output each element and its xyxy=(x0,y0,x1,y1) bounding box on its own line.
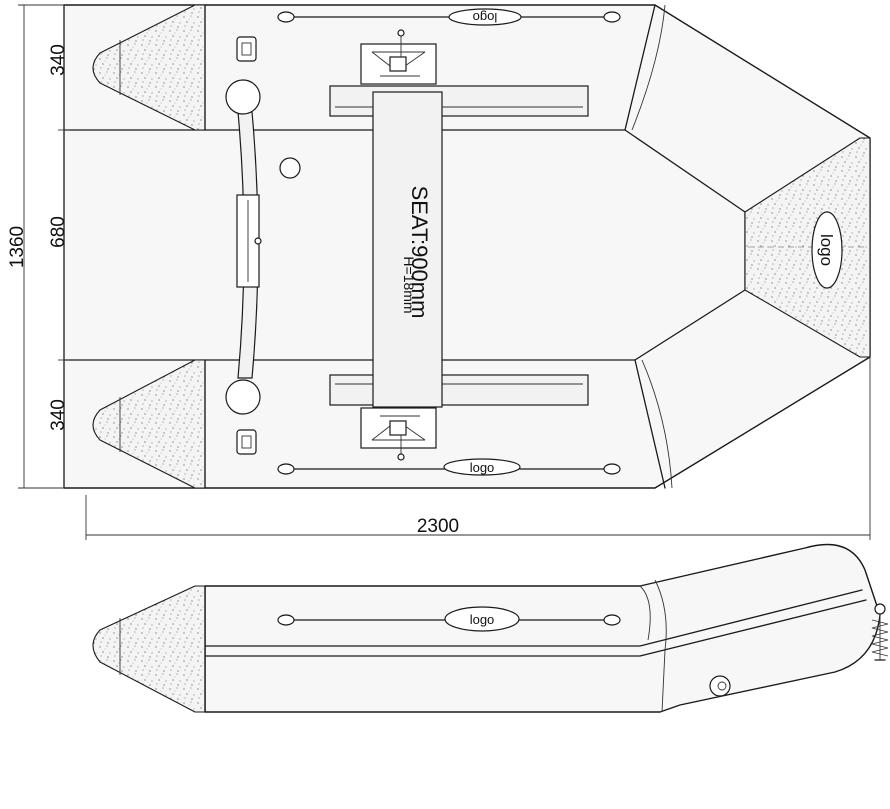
d-ring-bottom-right xyxy=(603,463,621,475)
dim-center-width: 680 xyxy=(48,216,69,248)
seat-rail-bottom xyxy=(329,374,589,406)
dim-tube-bottom: 340 xyxy=(48,399,69,431)
side-valve xyxy=(709,675,731,697)
drain-valve xyxy=(279,157,301,179)
transom-handle-top xyxy=(225,79,261,115)
tow-ring xyxy=(874,603,886,615)
side-logo-text: logo xyxy=(470,612,495,627)
stern-cone-bottom xyxy=(92,359,206,489)
tube-seam-bottom xyxy=(641,359,673,489)
side-stern-cone xyxy=(92,585,206,713)
bottom-logo-oval xyxy=(443,458,521,476)
tube-inner-line-bottom xyxy=(634,359,666,489)
tow-spring xyxy=(871,614,889,661)
top-logo-text: logo xyxy=(473,10,498,25)
bottom-logo-text: logo xyxy=(470,460,495,475)
seat-rail-top xyxy=(329,85,589,117)
d-ring-bottom-left xyxy=(277,463,295,475)
bow-logo-text: logo xyxy=(817,234,836,266)
dim-tube-top: 340 xyxy=(48,44,69,76)
top-logo-oval xyxy=(448,8,522,26)
oarlock-bottom xyxy=(360,407,437,461)
tube-seam-top xyxy=(631,4,666,131)
oarlock-top xyxy=(360,29,437,85)
valve-bottom xyxy=(236,429,257,455)
tube-inner-line-top xyxy=(624,4,656,131)
bow-logo-oval xyxy=(811,211,843,289)
top-view: logo logo logo xyxy=(63,4,871,489)
side-tube xyxy=(204,543,881,713)
seat-height-label: H=18mm xyxy=(401,256,417,313)
valve-top xyxy=(236,36,257,62)
stern-cone-top xyxy=(92,4,206,131)
rub-strake xyxy=(149,589,863,647)
seat-label: SEAT:900mm xyxy=(407,186,432,319)
dimension-lines xyxy=(18,4,871,540)
side-logo-oval xyxy=(444,606,520,632)
d-ring-top-right xyxy=(603,11,621,23)
side-view: logo xyxy=(92,543,889,713)
transom xyxy=(225,79,262,415)
d-ring-top-left xyxy=(277,11,295,23)
dim-overall-width: 1360 xyxy=(7,226,28,268)
dim-length: 2300 xyxy=(417,516,459,537)
transom-handle-bottom xyxy=(225,379,261,415)
seat-board xyxy=(372,91,443,408)
